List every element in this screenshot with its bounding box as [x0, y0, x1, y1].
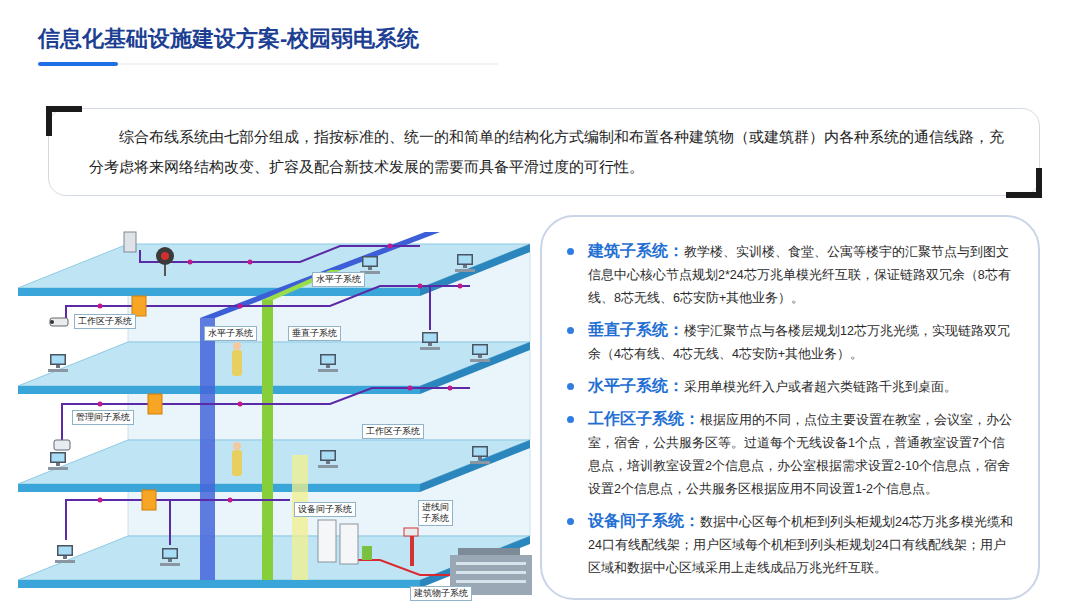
person-body: [232, 350, 242, 376]
outlet-dot: [448, 386, 453, 391]
horizontal-cable: [146, 286, 470, 306]
computer: [55, 545, 75, 563]
computer: [420, 332, 440, 350]
subsystem-label: 管理间子系统: [72, 410, 134, 425]
horizontal-cable: [162, 388, 470, 404]
subsystem-label: 工作区子系统: [74, 314, 136, 329]
floor-slab-side: [420, 244, 530, 296]
outlet-dot: [98, 402, 103, 407]
computer: [48, 354, 68, 372]
subsystem-label: 垂直子系统: [288, 326, 341, 341]
building-roof: [458, 548, 520, 556]
drop-cable: [169, 500, 171, 545]
building-windows: [456, 562, 526, 565]
speaker-cone: [161, 252, 169, 260]
subsystem-item: 建筑子系统：教学楼、实训楼、食堂、公寓等楼宇的汇聚节点与到图文信息中心核心节点规…: [588, 240, 1016, 309]
server-cabinet: [318, 520, 336, 562]
person-head: [233, 442, 241, 450]
incoming-line: [358, 560, 450, 575]
subsystem-item: 设备间子系统：数据中心区每个机柜到列头柜规划24芯万兆多模光缆和24口有线配线架…: [588, 510, 1016, 579]
speaker: [156, 247, 174, 265]
telephone: [54, 440, 70, 450]
item-body: 采用单模光纤入户或者超六类链路千兆到桌面。: [684, 380, 957, 394]
bullet-dot: [567, 518, 574, 525]
bullet-dot: [567, 383, 574, 390]
bullet-dot: [567, 416, 574, 423]
vertical-duct: [200, 318, 215, 580]
subsystem-panel: 建筑子系统：教学楼、实训楼、食堂、公寓等楼宇的汇聚节点与到图文信息中心核心节点规…: [540, 215, 1040, 600]
outlet-dot: [388, 244, 393, 249]
title-rule: [118, 64, 498, 65]
subsystem-label: 进线间子系统: [418, 500, 453, 526]
subsystem-label: 建筑物子系统: [410, 586, 472, 601]
floor-switch: [142, 490, 156, 510]
horizontal-cable: [156, 499, 290, 501]
power-unit: [362, 546, 372, 560]
light-column: [292, 455, 308, 580]
bullet-dot: [567, 327, 574, 334]
building-windows: [456, 571, 526, 574]
outlet-dot: [228, 498, 233, 503]
item-heading: 设备间子系统：: [588, 512, 700, 529]
title-underline: [38, 62, 118, 66]
slide-title: 信息化基础设施建设方案-校园弱电系统: [38, 24, 419, 54]
subsystem-item: 水平子系统：采用单模光纤入户或者超六类链路千兆到桌面。: [588, 375, 1016, 398]
subsystem-label: 水平子系统: [312, 272, 365, 287]
person-body: [232, 450, 242, 476]
floor-slab-front: [18, 580, 420, 588]
floor-switch: [132, 296, 146, 316]
camera-lens: [50, 320, 54, 324]
computer: [318, 450, 338, 468]
computer: [470, 344, 490, 362]
outlet-dot: [238, 304, 243, 309]
outlet-dot: [408, 386, 413, 391]
horizontal-cable: [66, 500, 142, 540]
floor-switch: [148, 394, 162, 414]
person-head: [233, 342, 241, 350]
vertical-riser: [262, 300, 273, 580]
horizontal-cable: [62, 404, 148, 440]
floor-slab-front: [18, 484, 420, 492]
item-heading: 工作区子系统：: [588, 410, 700, 427]
outlet-dot: [238, 402, 243, 407]
outlet-dot: [248, 260, 253, 265]
intro-box: 综合布线系统由七部分组成，指按标准的、统一的和简单的结构化方式编制和布置各种建筑…: [48, 108, 1040, 196]
floor-slab-side: [420, 536, 530, 588]
entrance-box: [404, 528, 418, 536]
subsystem-label: 设备间子系统: [294, 502, 356, 517]
camera: [50, 318, 68, 326]
intro-text: 综合布线系统由七部分组成，指按标准的、统一的和简单的结构化方式编制和布置各种建筑…: [89, 122, 1009, 182]
item-heading: 建筑子系统：: [588, 242, 684, 259]
outlet-dot: [188, 260, 193, 265]
subsystem-item: 垂直子系统：楼宇汇聚节点与各楼层规划12芯万兆光缆，实现链路双冗余（4芯有线、4…: [588, 319, 1016, 365]
outlet-dot: [458, 284, 463, 289]
computer: [318, 354, 338, 372]
wall-device: [124, 232, 136, 252]
outlet-dot: [418, 284, 423, 289]
floor-slab-side: [420, 440, 530, 492]
outlet-dot: [98, 498, 103, 503]
computer: [470, 446, 490, 464]
subsystem-label: 工作区子系统: [362, 424, 424, 439]
item-heading: 水平子系统：: [588, 377, 684, 394]
outlet-dot: [98, 304, 103, 309]
item-heading: 垂直子系统：: [588, 321, 684, 338]
server-cabinet: [340, 524, 358, 564]
computer: [160, 548, 180, 566]
subsystem-label: 水平子系统: [204, 326, 257, 341]
drop-cable: [429, 286, 431, 330]
bullet-dot: [567, 248, 574, 255]
building-windows: [456, 580, 526, 583]
computer: [455, 254, 475, 272]
computer: [48, 452, 68, 470]
subsystem-item: 工作区子系统：根据应用的不同，点位主要设置在教室，会议室，办公室，宿舍，公共服务…: [588, 408, 1016, 500]
